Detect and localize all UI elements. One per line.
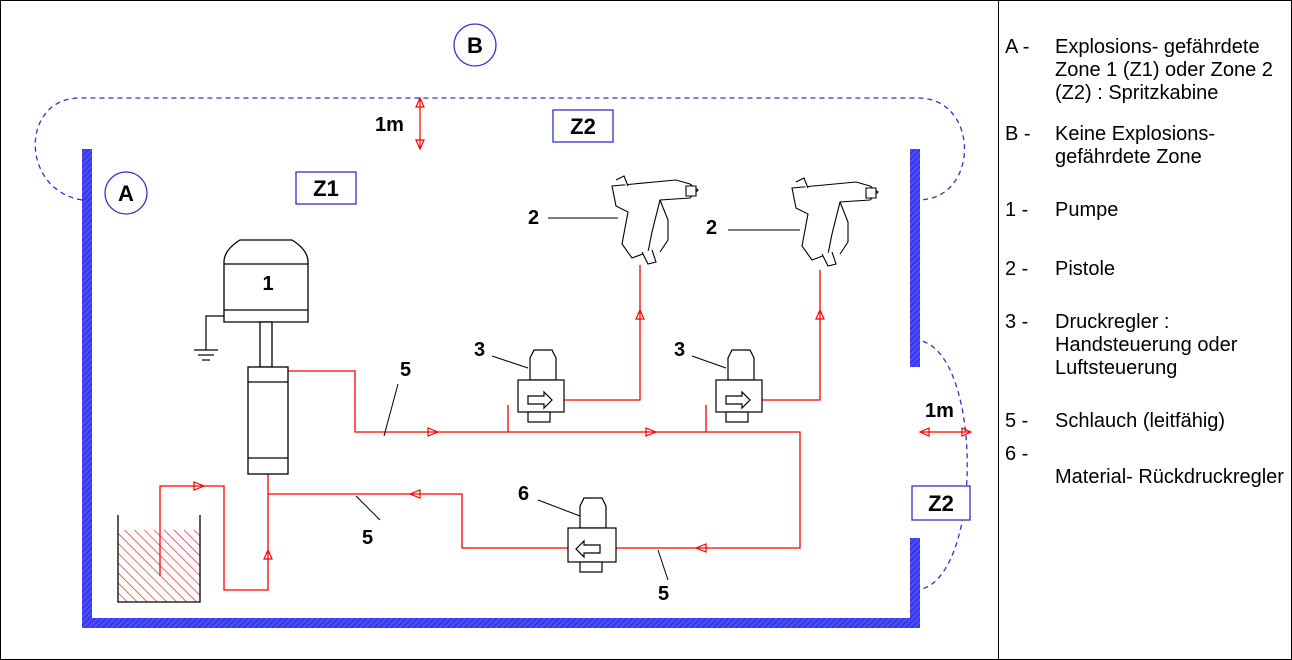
zone-a-label: A xyxy=(104,171,148,215)
spray-gun-2 xyxy=(791,177,879,267)
legend: A - Explosions- gefährdete Zone 1 (Z1) o… xyxy=(1005,36,1290,489)
z2-boundary-right xyxy=(913,339,968,591)
legend-text: Pistole xyxy=(1055,258,1116,280)
back-pressure-regulator xyxy=(567,497,617,573)
z1-text: Z1 xyxy=(313,176,339,201)
back-reg-leader xyxy=(537,499,581,517)
legend-text: Pumpe xyxy=(1055,199,1119,221)
zone-b-text: B xyxy=(467,33,483,58)
hose-bottom-leader xyxy=(657,549,669,581)
distance-marker-right xyxy=(918,427,973,437)
hose-left-leader xyxy=(355,495,381,521)
reg2-number: 3 xyxy=(674,339,685,361)
pressure-regulator-2 xyxy=(715,349,763,423)
legend-item-2: 2 - Pistole xyxy=(1005,258,1290,281)
booth-walls xyxy=(82,149,920,628)
legend-item-b: B - Keine Explosions- gefährdete Zone xyxy=(1005,123,1290,169)
hose-top-number: 5 xyxy=(400,359,411,381)
legend-text: Explosions- gefährdete Zone 1 (Z1) oder … xyxy=(1055,36,1273,104)
pressure-regulator-1 xyxy=(517,349,565,423)
reg1-leader xyxy=(491,355,529,369)
legend-item-3: 3 - Druckregler : Handsteuerung oder Luf… xyxy=(1005,311,1290,380)
legend-key: B - xyxy=(1005,123,1031,145)
legend-item-a: A - Explosions- gefährdete Zone 1 (Z1) o… xyxy=(1005,36,1290,105)
z2-right-text: Z2 xyxy=(928,491,954,516)
spray-booth-diagram: B A Z1 Z2 Z2 1m 1m xyxy=(34,23,973,628)
legend-key: 2 - xyxy=(1005,258,1029,280)
z2-top-text: Z2 xyxy=(570,114,596,139)
pump xyxy=(223,239,309,475)
legend-key: 5 - xyxy=(1005,410,1029,432)
gun1-number: 2 xyxy=(528,207,539,229)
zone-a-text: A xyxy=(118,181,134,206)
legend-key: A - xyxy=(1005,36,1030,58)
distance-marker-top xyxy=(415,96,425,151)
material-tank xyxy=(117,515,201,603)
reg2-leader xyxy=(691,355,727,369)
legend-divider xyxy=(998,0,999,660)
legend-text: Schlauch (leitfähig) xyxy=(1055,410,1226,432)
legend-text: Druckregler : Handsteuerung oder Luftste… xyxy=(1055,311,1238,379)
legend-text: Keine Explosions- gefährdete Zone xyxy=(1055,123,1216,168)
zone-b-label: B xyxy=(453,23,497,67)
back-reg-number: 6 xyxy=(518,483,529,505)
ground-symbol xyxy=(194,315,224,361)
gun2-number: 2 xyxy=(706,217,717,239)
z2-right-label: Z2 xyxy=(911,485,971,521)
legend-item-5: 5 - Schlauch (leitfähig) xyxy=(1005,410,1290,433)
hose-top-leader xyxy=(383,383,399,437)
legend-item-6: 6 - Material- Rückdruckregler xyxy=(1005,443,1290,489)
spray-gun-1 xyxy=(611,175,699,265)
legend-text: Material- Rückdruckregler xyxy=(1055,466,1284,488)
hose-bottom-number: 5 xyxy=(658,583,669,605)
z2-top-label: Z2 xyxy=(552,109,614,143)
pump-number: 1 xyxy=(262,273,273,295)
hose-left-number: 5 xyxy=(362,527,373,549)
z1-label: Z1 xyxy=(295,171,357,205)
distance-label-right: 1m xyxy=(925,400,954,422)
legend-key: 3 - xyxy=(1005,311,1029,333)
legend-item-1: 1 - Pumpe xyxy=(1005,199,1290,222)
legend-key: 6 - xyxy=(1005,443,1029,465)
distance-label-top: 1m xyxy=(375,114,404,136)
reg1-number: 3 xyxy=(474,339,485,361)
legend-key: 1 - xyxy=(1005,199,1029,221)
flow-arrows xyxy=(193,308,825,560)
